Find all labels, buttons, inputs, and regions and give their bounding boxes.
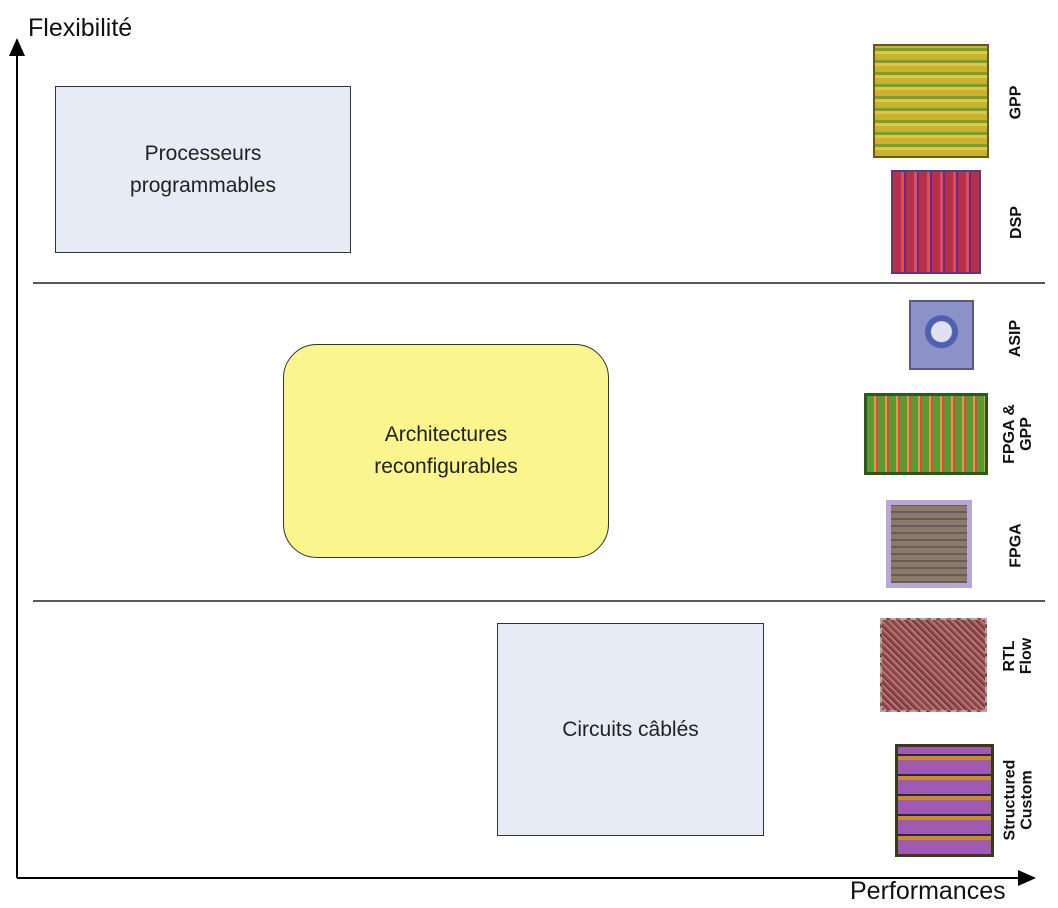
asip-die-photo	[909, 300, 974, 370]
region-reconfigurable-architectures-label: Architectures reconfigurables	[374, 423, 518, 478]
chip-label-rtl-flow: RTL Flow	[1001, 637, 1035, 675]
chip-label-fpga-gpp: FPGA & GPP	[1001, 404, 1036, 464]
region-hardwired-circuits-label: Circuits câblés	[562, 717, 699, 741]
rtl-flow-die-photo	[880, 618, 987, 712]
y-axis-label: Flexibilité	[28, 14, 133, 42]
chip-label-asip: ASIP	[1007, 319, 1025, 357]
chip-label-dsp: DSP	[1007, 205, 1025, 239]
region-reconfigurable-architectures: Architectures reconfigurables	[283, 344, 609, 558]
structured-custom-die-photo	[895, 744, 994, 857]
region-hardwired-circuits: Circuits câblés	[497, 623, 764, 836]
dsp-die-photo	[891, 170, 981, 274]
x-axis-label: Performances	[850, 877, 1006, 905]
chip-label-structured-custom: Structured Custom	[1001, 759, 1035, 841]
fpga-die-photo	[886, 500, 972, 588]
chip-label-fpga: FPGA	[1007, 522, 1025, 568]
gpp-die-photo	[873, 44, 989, 158]
chip-label-gpp: GPP	[1007, 85, 1025, 119]
fpga-gpp-die-photo	[864, 393, 988, 475]
region-programmable-processors: Processeurs programmables	[55, 86, 351, 253]
region-programmable-processors-label: Processeurs programmables	[130, 141, 276, 197]
